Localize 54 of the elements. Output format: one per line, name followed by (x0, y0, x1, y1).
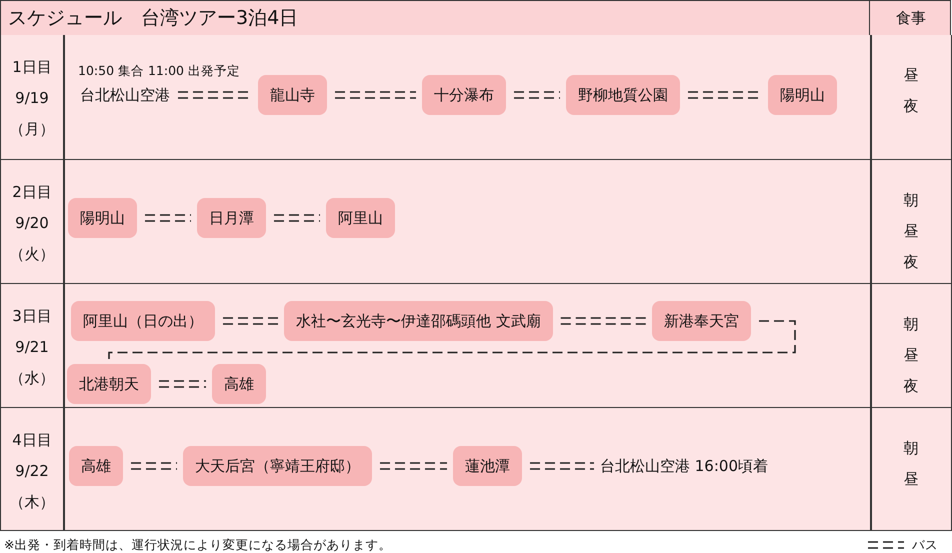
date-text: 9/20 (15, 214, 49, 232)
meal-text: 夜 (904, 97, 918, 115)
place-box: 水社〜玄光寺〜伊達邵碼頭他 文武廟 (284, 301, 553, 341)
meal-text: 昼 (904, 66, 918, 84)
place-box: 高雄 (69, 446, 123, 486)
bus-connector (513, 91, 561, 99)
meal-text: 夜 (904, 253, 918, 271)
legend-text: バス (912, 536, 938, 553)
date-text: 9/19 (15, 89, 49, 107)
bus-connector (273, 214, 321, 222)
meal-text: 昼 (904, 470, 918, 488)
place-box: 陽明山 (768, 75, 837, 115)
title-text: スケジュール 台湾ツアー3泊4日 (8, 7, 298, 29)
place-box: 阿里山 (326, 198, 395, 238)
place-text: 台北松山空港 (80, 85, 170, 105)
place-box: 阿里山（日の出） (71, 301, 215, 341)
place-box: 野柳地質公園 (566, 75, 680, 115)
place-box: 十分瀑布 (422, 75, 506, 115)
bus-connector (529, 462, 595, 470)
weekday-text: （火） (10, 245, 54, 263)
date-text: 9/21 (15, 338, 49, 356)
meal-text: 朝 (904, 191, 918, 209)
bus-connector (334, 91, 417, 99)
weekday-text: （水） (10, 369, 54, 387)
weekday-text: （月） (10, 120, 54, 138)
weekday-text: （木） (10, 493, 54, 511)
place-text: 台北松山空港 16:00頃着 (600, 456, 768, 476)
footnote: ※出発・到着時間は、運行状況により変更になる場合があります。 (4, 536, 392, 553)
time-note: 10:50 集合 11:00 出発予定 (78, 63, 240, 80)
day-number: 2日目 (12, 183, 52, 201)
bus-connector (144, 214, 192, 222)
place-box: 日月潭 (197, 198, 266, 238)
place-box: 龍山寺 (258, 75, 327, 115)
meal-text: 夜 (904, 377, 918, 395)
place-box: 陽明山 (68, 198, 137, 238)
place-box: 大天后宮（寧靖王府邸） (183, 446, 372, 486)
meal-text: 昼 (904, 346, 918, 364)
place-box: 高雄 (212, 364, 266, 404)
day-number: 4日目 (12, 431, 52, 449)
bus-connector (130, 462, 178, 470)
place-box: 北港朝天 (67, 364, 151, 404)
bus-connector (158, 380, 207, 388)
meal-text: 朝 (904, 439, 918, 457)
bus-connector (560, 317, 647, 325)
date-text: 9/22 (15, 462, 49, 480)
meal-text: 昼 (904, 222, 918, 240)
bus-connector (379, 462, 448, 470)
meal-text: 朝 (904, 315, 918, 333)
day-number: 3日目 (12, 307, 52, 325)
column-header: 食事 (896, 9, 926, 27)
day-number: 1日目 (12, 58, 52, 76)
bus-connector (222, 317, 279, 325)
place-box: 新港奉天宮 (652, 301, 751, 341)
place-box: 蓮池潭 (453, 446, 522, 486)
